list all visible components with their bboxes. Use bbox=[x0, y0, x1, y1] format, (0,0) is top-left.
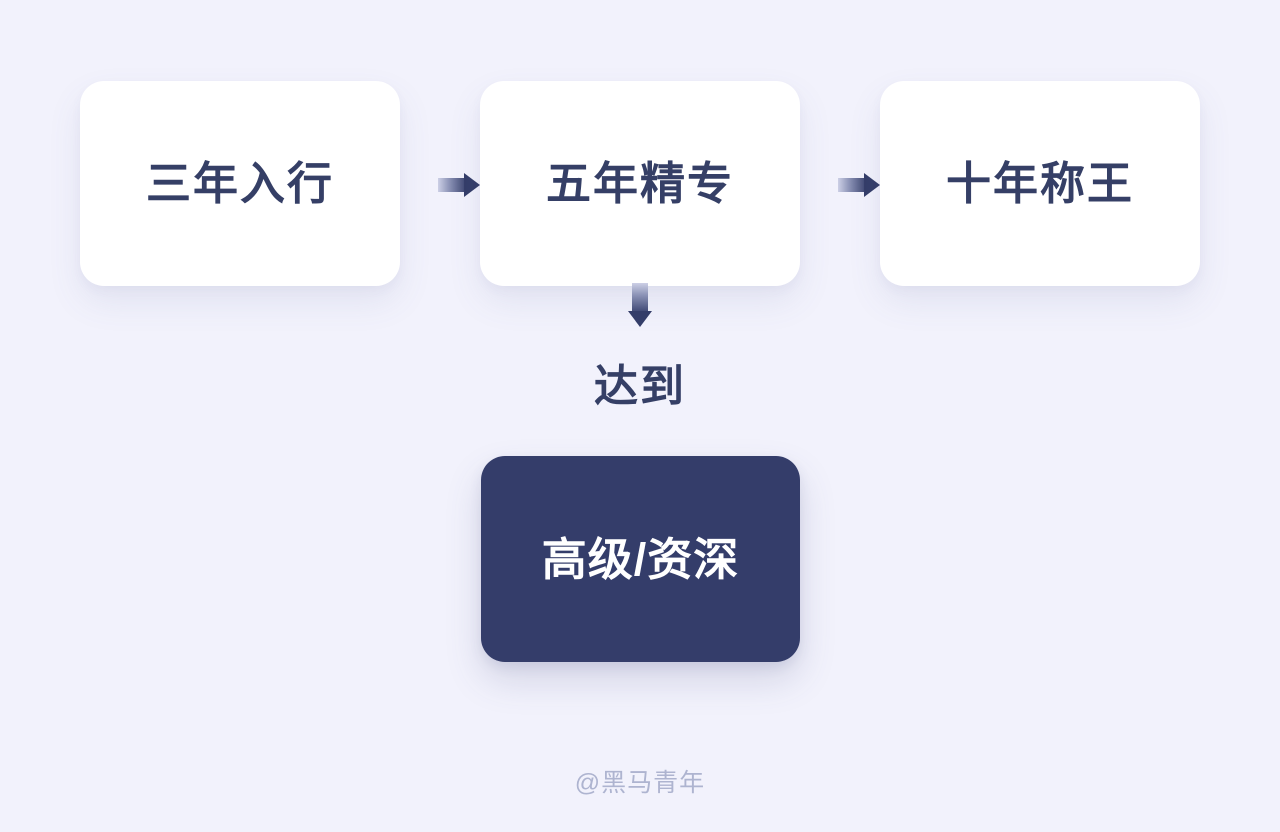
stage-card-2-label: 五年精专 bbox=[545, 158, 734, 209]
stage-card-row: 三年入行 五年精专 十年称王 bbox=[80, 81, 1200, 286]
arrow-right-head bbox=[464, 173, 480, 197]
footer-watermark-label: @黑马青年 bbox=[574, 769, 706, 797]
stage-card-1[interactable]: 三年入行 bbox=[80, 81, 400, 286]
arrow-down-shaft bbox=[632, 283, 648, 313]
stage-card-1-label: 三年入行 bbox=[145, 158, 334, 209]
arrow-right-head bbox=[864, 173, 880, 197]
arrow-down-head bbox=[628, 311, 652, 327]
connector-caption-label: 达到 bbox=[594, 362, 686, 411]
arrow-right-icon bbox=[438, 173, 480, 197]
stage-card-3-label: 十年称王 bbox=[945, 158, 1134, 209]
result-card[interactable]: 高级/资深 bbox=[481, 456, 800, 662]
arrow-right-icon bbox=[838, 173, 880, 197]
arrow-down-icon bbox=[628, 283, 652, 327]
result-card-label: 高级/资深 bbox=[541, 533, 740, 585]
stage-card-2[interactable]: 五年精专 bbox=[480, 81, 800, 286]
footer-watermark: @黑马青年 bbox=[0, 763, 1280, 799]
connector-caption: 达到 bbox=[0, 362, 1280, 411]
stage-card-3[interactable]: 十年称王 bbox=[880, 81, 1200, 286]
arrow-right-shaft bbox=[838, 178, 866, 192]
arrow-right-shaft bbox=[438, 178, 466, 192]
